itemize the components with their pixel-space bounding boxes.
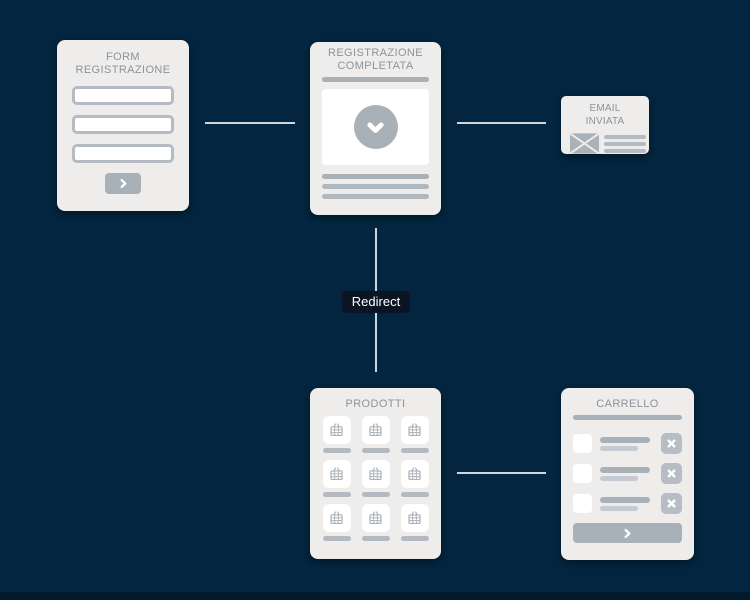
cart-item-thumbnail [573, 494, 592, 513]
x-close-icon [666, 468, 677, 479]
email-content-row [570, 133, 646, 154]
form-inputs-group [57, 86, 189, 163]
x-close-icon [666, 438, 677, 449]
product-thumbnail [322, 504, 351, 532]
cart-row [573, 463, 682, 484]
text-line-bar [322, 194, 429, 199]
product-grid [322, 416, 429, 541]
connector-complete-to-email [457, 122, 546, 124]
shopping-basket-icon [406, 466, 423, 483]
shopping-basket-icon [367, 510, 384, 527]
product-cell [361, 416, 390, 453]
product-cell [322, 460, 351, 497]
image-placeholder [322, 89, 429, 165]
remove-item-button [661, 493, 682, 514]
product-label-bar [361, 492, 390, 497]
cart-item-text-lines [600, 436, 650, 451]
product-thumbnail [322, 416, 351, 444]
email-text-lines [604, 134, 646, 153]
product-thumbnail [400, 504, 429, 532]
x-close-icon [666, 498, 677, 509]
title-underline-bar [573, 415, 682, 420]
product-label-bar [361, 448, 390, 453]
node-title-email-inviata: EMAIL INVIATA [585, 103, 625, 127]
cart-item-text-lines [600, 496, 650, 511]
product-label-bar [322, 536, 351, 541]
node-form-registrazione[interactable]: FORM REGISTRAZIONE [57, 40, 189, 211]
shopping-basket-icon [406, 422, 423, 439]
product-cell [322, 416, 351, 453]
product-label-bar [322, 492, 351, 497]
chevron-right-icon [622, 528, 633, 539]
form-input [72, 115, 174, 134]
cart-item-thumbnail [573, 434, 592, 453]
shopping-basket-icon [328, 466, 345, 483]
node-registrazione-completata[interactable]: REGISTRAZIONE COMPLETATA [310, 42, 441, 215]
product-thumbnail [400, 460, 429, 488]
shopping-basket-icon [406, 510, 423, 527]
text-line-bar [600, 466, 650, 473]
cart-row [573, 493, 682, 514]
node-title-carrello: CARRELLO [596, 398, 659, 410]
product-cell [322, 504, 351, 541]
title-underline-bar [322, 77, 429, 82]
node-email-inviata[interactable]: EMAIL INVIATA [561, 96, 649, 154]
edge-label-redirect[interactable]: Redirect [341, 291, 411, 313]
text-line-bar [604, 141, 646, 146]
shopping-basket-icon [367, 466, 384, 483]
node-title-prodotti: PRODOTTI [345, 398, 406, 410]
product-label-bar [400, 492, 429, 497]
product-cell [400, 504, 429, 541]
remove-item-button [661, 463, 682, 484]
cart-item-thumbnail [573, 464, 592, 483]
product-thumbnail [322, 460, 351, 488]
product-label-bar [400, 448, 429, 453]
product-thumbnail [361, 460, 390, 488]
text-line-bar [604, 134, 646, 139]
text-line-bar [322, 174, 429, 179]
submit-button [105, 173, 141, 194]
cart-rows-group [573, 433, 682, 514]
shopping-basket-icon [328, 422, 345, 439]
text-line-bar [600, 496, 650, 503]
product-cell [361, 504, 390, 541]
product-label-bar [361, 536, 390, 541]
connector-prodotti-to-carrello [457, 472, 546, 474]
node-title-form-registrazione: FORM REGISTRAZIONE [75, 51, 171, 76]
shopping-basket-icon [367, 422, 384, 439]
chevron-down-icon [365, 117, 386, 138]
cart-item-text-lines [600, 466, 650, 481]
product-cell [361, 460, 390, 497]
text-line-bar [600, 445, 638, 451]
product-thumbnail [400, 416, 429, 444]
envelope-icon [570, 133, 599, 154]
bottom-strip [0, 592, 750, 600]
cart-row [573, 433, 682, 454]
text-line-bar [600, 436, 650, 443]
node-prodotti[interactable]: PRODOTTI [310, 388, 441, 559]
node-title-registrazione-completata: REGISTRAZIONE COMPLETATA [327, 47, 424, 72]
text-line-bar [322, 184, 429, 189]
connector-form-to-complete [205, 122, 295, 124]
form-input [72, 86, 174, 105]
product-cell [400, 416, 429, 453]
product-thumbnail [361, 416, 390, 444]
checkout-button [573, 523, 682, 543]
product-thumbnail [361, 504, 390, 532]
text-line-bar [604, 148, 646, 153]
text-line-bar [600, 475, 638, 481]
text-line-bar [600, 505, 638, 511]
form-input [72, 144, 174, 163]
product-cell [400, 460, 429, 497]
product-label-bar [400, 536, 429, 541]
chevron-right-icon [118, 178, 129, 189]
node-carrello[interactable]: CARRELLO [561, 388, 694, 560]
success-circle [353, 105, 398, 149]
remove-item-button [661, 433, 682, 454]
shopping-basket-icon [328, 510, 345, 527]
product-label-bar [322, 448, 351, 453]
